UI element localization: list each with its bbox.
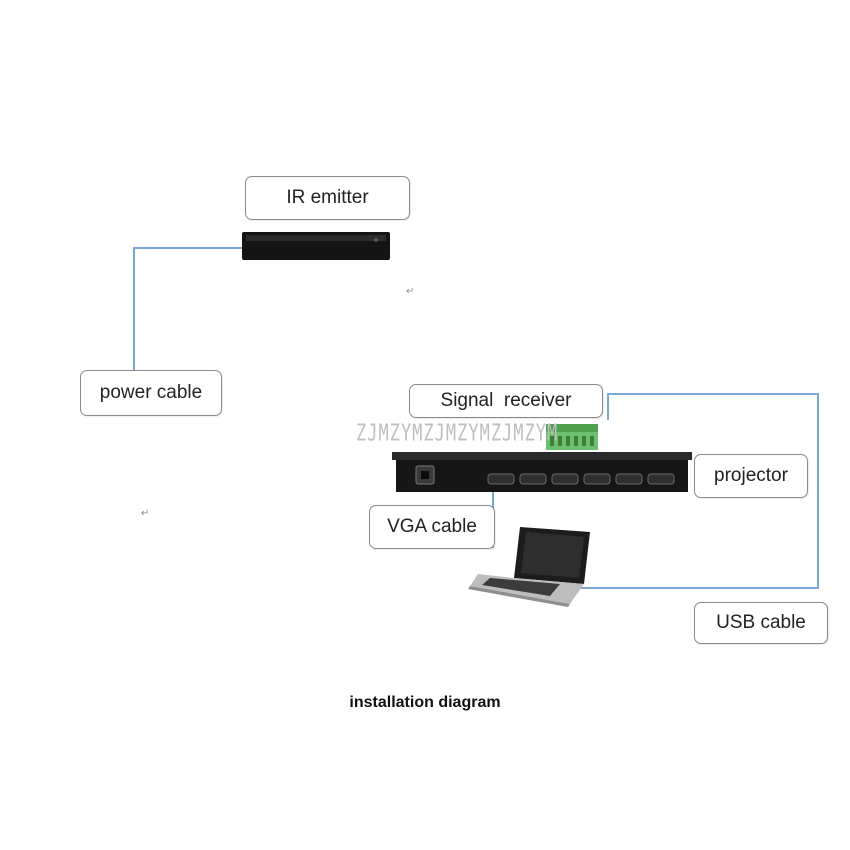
laptop-device bbox=[468, 527, 590, 607]
signal-receiver-device bbox=[546, 424, 598, 450]
usb-cable-wire bbox=[574, 393, 819, 589]
return-mark-icon: ↵ bbox=[406, 286, 415, 297]
signal-receiver-label: Signal receiver bbox=[409, 384, 603, 418]
diagram-caption: installation diagram bbox=[349, 694, 501, 711]
power-cable-label: power cable bbox=[80, 370, 222, 416]
watermark-text: ZJMZYMZJMZYMZJMZYM bbox=[356, 420, 559, 447]
power-cable-wire bbox=[133, 247, 242, 372]
vga-cable-label: VGA cable bbox=[369, 505, 495, 549]
usb-cable-label: USB cable bbox=[694, 602, 828, 644]
projector-label: projector bbox=[694, 454, 808, 498]
ir-emitter-device bbox=[242, 232, 390, 260]
rack-device bbox=[392, 452, 692, 492]
ir-emitter-label: IR emitter bbox=[245, 176, 410, 220]
return-mark-icon: ↵ bbox=[141, 508, 150, 519]
